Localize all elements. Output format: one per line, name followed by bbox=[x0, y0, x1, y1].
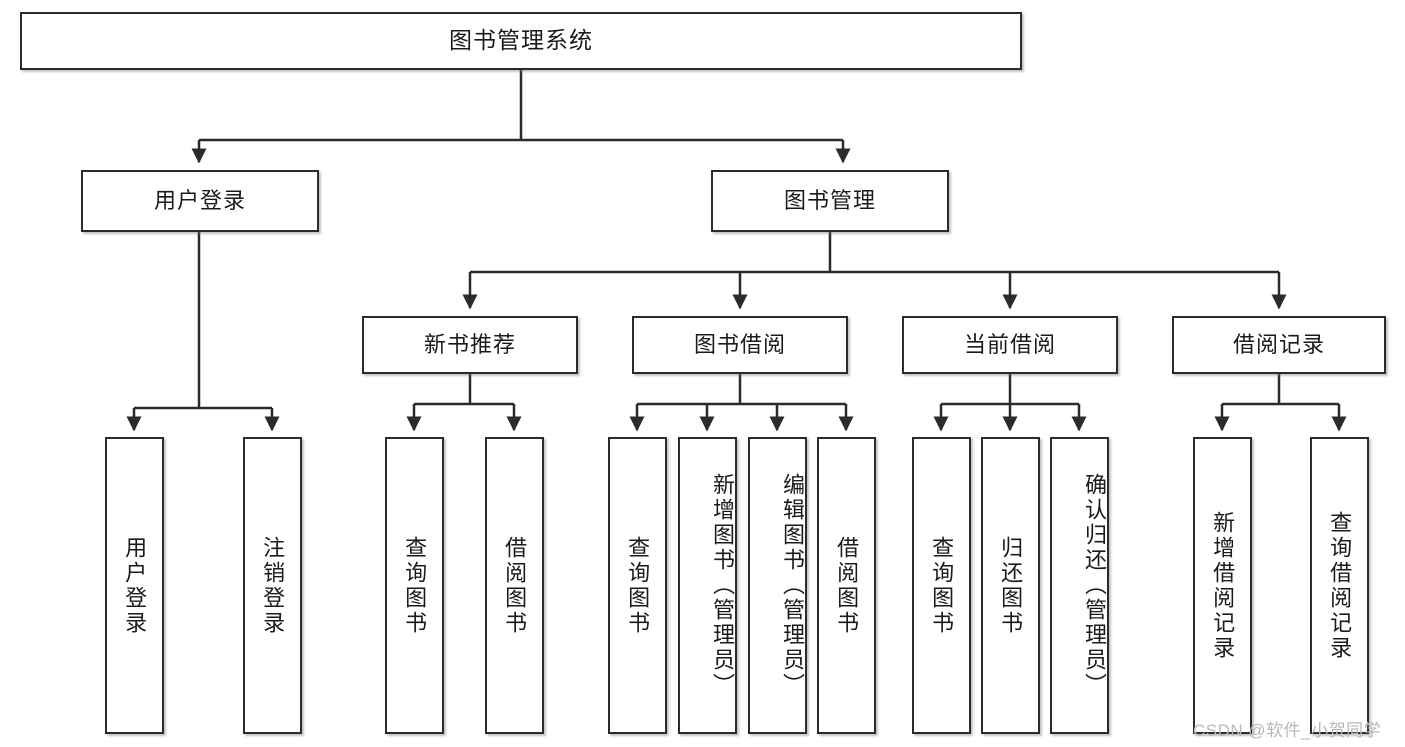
node-current-borrow[interactable]: 当前借阅 bbox=[902, 316, 1118, 374]
node-leaf-edit-book[interactable]: 编辑图书（管理员） bbox=[748, 437, 807, 734]
node-leaf-query-book-3[interactable]: 查询图书 bbox=[912, 437, 971, 734]
node-leaf-borrow-book-1[interactable]: 借阅图书 bbox=[485, 437, 544, 734]
node-leaf-confirm-return[interactable]: 确认归还（管理员） bbox=[1050, 437, 1109, 734]
node-leaf-query-book-2[interactable]: 查询图书 bbox=[608, 437, 667, 734]
node-leaf-user-login[interactable]: 用户登录 bbox=[105, 437, 164, 734]
node-leaf-return-book[interactable]: 归还图书 bbox=[981, 437, 1040, 734]
node-book-manage[interactable]: 图书管理 bbox=[711, 170, 949, 232]
node-leaf-add-record[interactable]: 新增借阅记录 bbox=[1193, 437, 1252, 734]
node-leaf-logout[interactable]: 注销登录 bbox=[243, 437, 302, 734]
node-leaf-borrow-book-2[interactable]: 借阅图书 bbox=[817, 437, 876, 734]
node-user-login[interactable]: 用户登录 bbox=[81, 170, 319, 232]
node-leaf-query-book-1[interactable]: 查询图书 bbox=[385, 437, 444, 734]
node-borrow-record[interactable]: 借阅记录 bbox=[1172, 316, 1386, 374]
node-root[interactable]: 图书管理系统 bbox=[20, 12, 1022, 70]
watermark-text: CSDN @软件_小贺同学 bbox=[1193, 721, 1382, 740]
node-book-borrow[interactable]: 图书借阅 bbox=[632, 316, 848, 374]
node-new-book-rec[interactable]: 新书推荐 bbox=[362, 316, 578, 374]
node-leaf-add-book[interactable]: 新增图书（管理员） bbox=[678, 437, 737, 734]
node-leaf-query-record[interactable]: 查询借阅记录 bbox=[1310, 437, 1369, 734]
